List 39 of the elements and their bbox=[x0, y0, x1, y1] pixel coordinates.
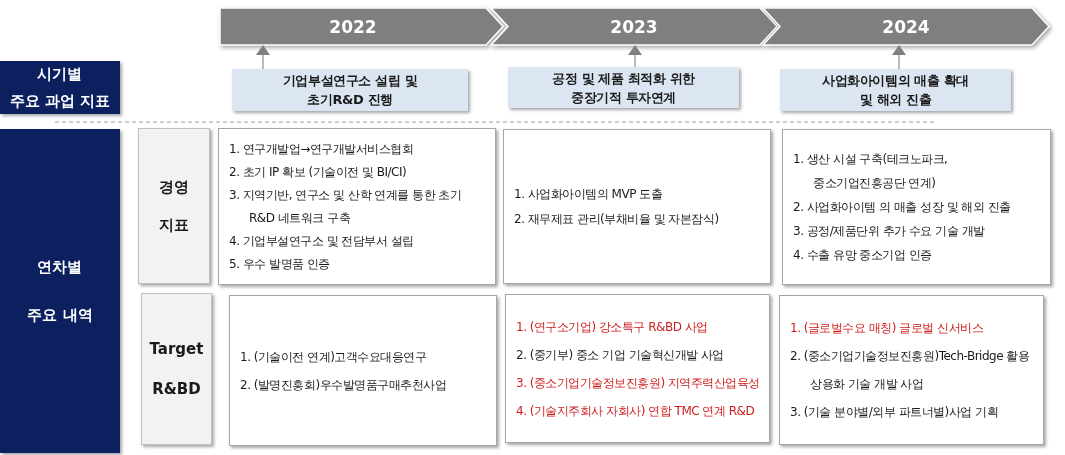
list-item: 4. 기업부설연구소 및 전담부서 설립 bbox=[229, 232, 414, 250]
list-item: 1. 연구개발업→연구개발서비스협회 bbox=[229, 140, 414, 158]
list-item: 2. (발명진흥회)우수발명품구매추천사업 bbox=[240, 376, 447, 394]
list-item: 3. (중소기업기술정보진흥원) 지역주력산업육성 bbox=[516, 374, 760, 392]
list-item: 2. 초기 IP 확보 (기술이전 및 BI/CI) bbox=[229, 163, 407, 181]
arrow bbox=[628, 45, 642, 68]
list-item: 3. 지역기반, 연구소 및 산학 연계를 통한 초기 R&D 네트워크 구축 bbox=[229, 186, 463, 227]
list-item: 2. 사업화아이템 의 매출 성장 및 해외 진출 bbox=[793, 199, 1011, 216]
list-item: 4. (기술지주회사 자회사) 연합 TMC 연계 R&D bbox=[516, 402, 755, 420]
row-header: 연차별 주요 내역 bbox=[0, 129, 120, 453]
content-box bbox=[218, 128, 496, 285]
list-item: 3. (기술 분야별/외부 파트너별)사업 기획 bbox=[790, 404, 999, 421]
list-item: 1. (연구소기업) 강소특구 R&BD 사업 bbox=[516, 318, 708, 336]
arrow bbox=[892, 45, 906, 70]
goal-box: 기업부설연구소 설립 및 초기R&D 진행 bbox=[232, 69, 468, 111]
timeline-step: 2023 bbox=[491, 8, 777, 45]
arrow bbox=[256, 45, 270, 70]
row-header: 시기별 주요 과업 지표 bbox=[0, 61, 120, 114]
category-box: Target R&BD bbox=[141, 293, 212, 445]
list-item: 1. 생산 시설 구축(테크노파크, 중소기업진흥공단 연계) bbox=[793, 151, 949, 192]
list-item: 4. 수출 유망 중소기업 인증 bbox=[793, 247, 932, 264]
content-box bbox=[505, 294, 770, 443]
content-box bbox=[779, 295, 1044, 445]
timeline-step: 2022 bbox=[220, 8, 503, 45]
list-item: 1. (글로벌수요 매칭) 글로벌 신서비스 bbox=[790, 320, 984, 337]
content-box bbox=[782, 129, 1051, 285]
list-item: 2. (중기부) 중소 기업 기술혁신개발 사업 bbox=[516, 346, 724, 364]
list-item: 5. 우수 발명품 인증 bbox=[229, 255, 330, 273]
content-box bbox=[503, 129, 771, 284]
timeline-step: 2024 bbox=[763, 8, 1049, 45]
list-item: 1. (기술이전 연계)고객수요대응연구 bbox=[240, 348, 427, 366]
goal-box: 사업화아이템의 매출 확대 및 해외 진출 bbox=[780, 69, 1011, 111]
content-box bbox=[229, 295, 497, 446]
list-item: 3. 공정/제품단위 추가 수요 기술 개발 bbox=[793, 223, 985, 240]
list-item: 2. 재무제표 관리(부채비율 및 자본잠식) bbox=[514, 210, 719, 228]
list-item: 2. (중소기업기술정보진흥원)Tech-Bridge 활용 상용화 기술 개발 사업 bbox=[790, 348, 1031, 393]
list-item: 1. 사업화아이템의 MVP 도출 bbox=[514, 185, 663, 203]
category-box: 경영 지표 bbox=[138, 128, 210, 284]
goal-box: 공정 및 제품 최적화 위한 중장기적 투자연계 bbox=[508, 67, 739, 108]
